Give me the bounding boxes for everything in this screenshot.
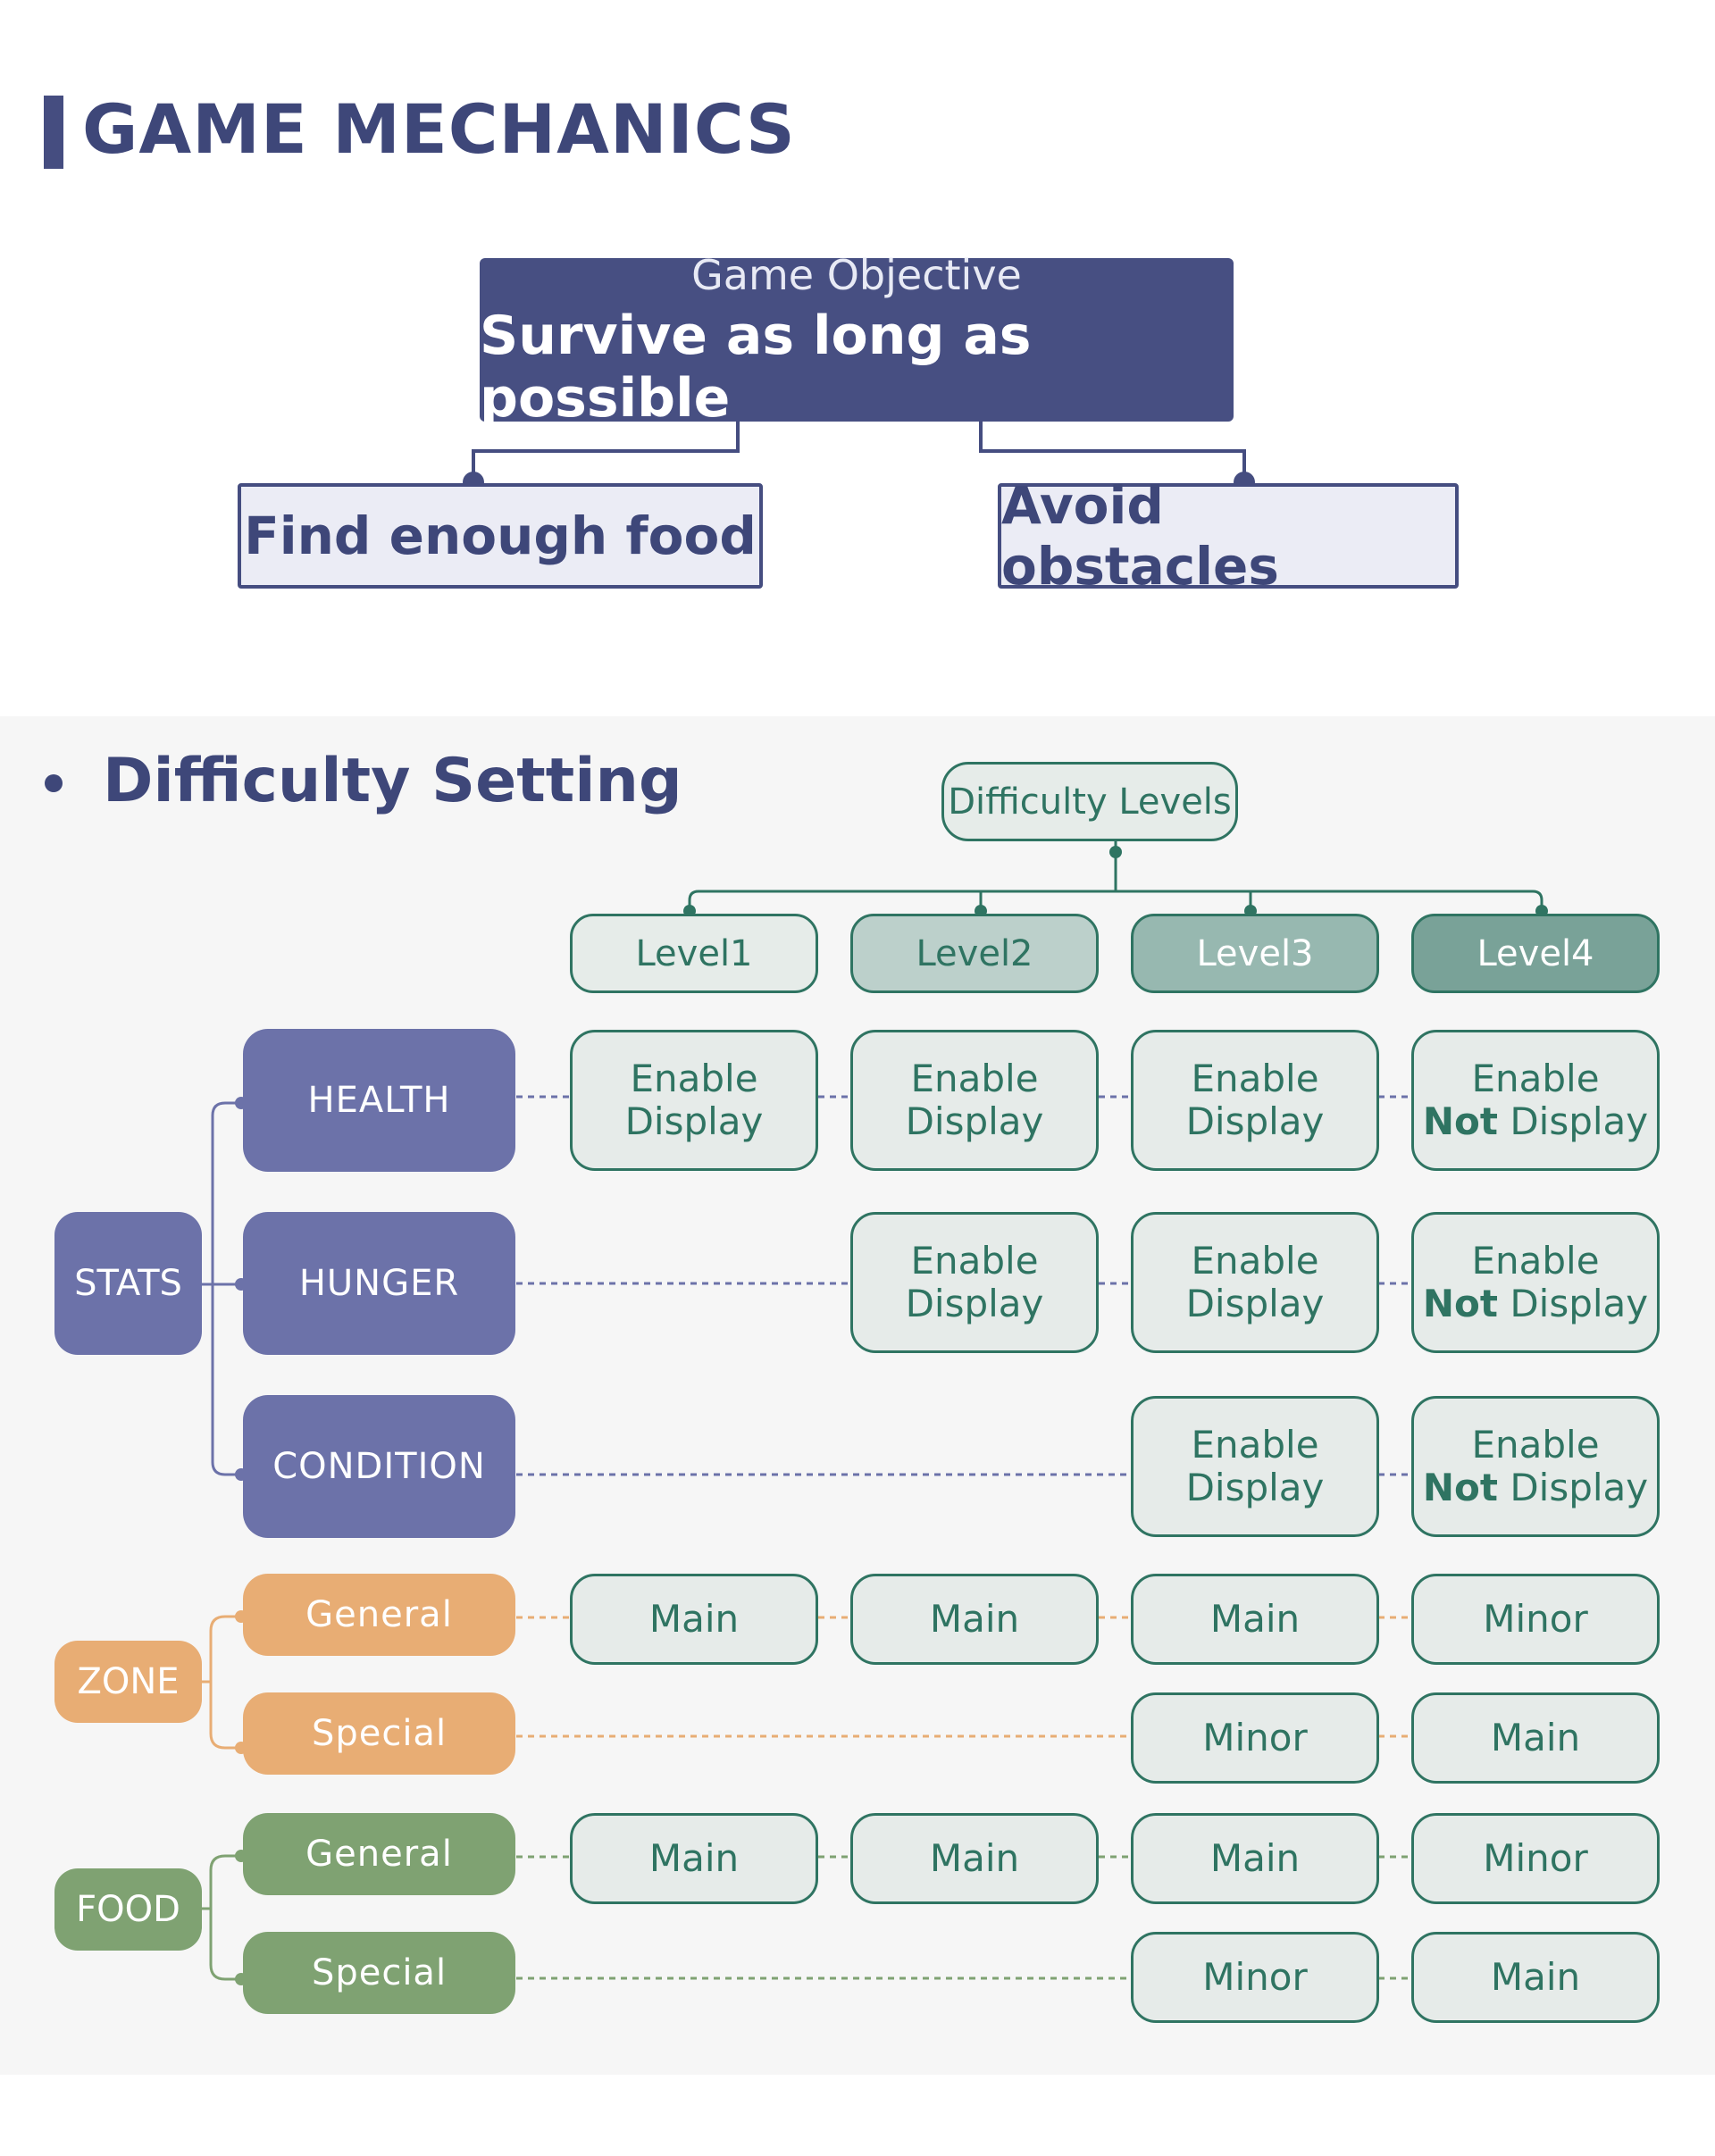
cell-hunger-level4: Enable Not Display [1411,1212,1660,1353]
cell-condition-level4: Enable Not Display [1411,1396,1660,1537]
section-title: Difficulty Setting [103,746,682,816]
cell-zone-general-level1: Main [570,1574,818,1665]
cell-food-general-level3: Main [1131,1813,1379,1904]
cell-zone-general-level2: Main [850,1574,1099,1665]
cell-zone-special-level4: Main [1411,1692,1660,1784]
cell-zone-general-level3: Main [1131,1574,1379,1665]
difficulty-levels-node: Difficulty Levels [941,762,1238,841]
cell-food-general-level4: Minor [1411,1813,1660,1904]
level-3: Level3 [1131,914,1379,993]
cell-food-general-level2: Main [850,1813,1099,1904]
group-stats: STATS [54,1212,202,1355]
group-zone: ZONE [54,1641,202,1723]
row-condition: CONDITION [243,1395,515,1538]
objective-label: Game Objective [691,250,1022,299]
cell-zone-general-level4: Minor [1411,1574,1660,1665]
row-zone-general: General [243,1574,515,1656]
row-food-special: Special [243,1932,515,2014]
cell-zone-special-level3: Minor [1131,1692,1379,1784]
group-food: FOOD [54,1868,202,1951]
page-title: GAME MECHANICS [82,89,796,169]
objective-text: Survive as long as possible [480,304,1032,430]
cell-food-general-level1: Main [570,1813,818,1904]
row-food-general: General [243,1813,515,1895]
cell-food-special-level3: Minor [1131,1932,1379,2023]
level-4: Level4 [1411,914,1660,993]
row-health: HEALTH [243,1029,515,1172]
title-accent-bar [44,96,63,169]
row-hunger: HUNGER [243,1212,515,1355]
row-zone-special: Special [243,1692,515,1775]
bullet-dot [45,774,63,792]
goal-avoid-obstacles: Avoid obstacles [998,475,1459,597]
cell-health-level4: Enable Not Display [1411,1030,1660,1171]
cell-food-special-level4: Main [1411,1932,1660,2023]
goal-find-food: Find enough food [238,483,763,589]
level-1: Level1 [570,914,818,993]
objective-box: Game Objective Survive as long as possib… [480,251,1234,430]
level-2: Level2 [850,914,1099,993]
